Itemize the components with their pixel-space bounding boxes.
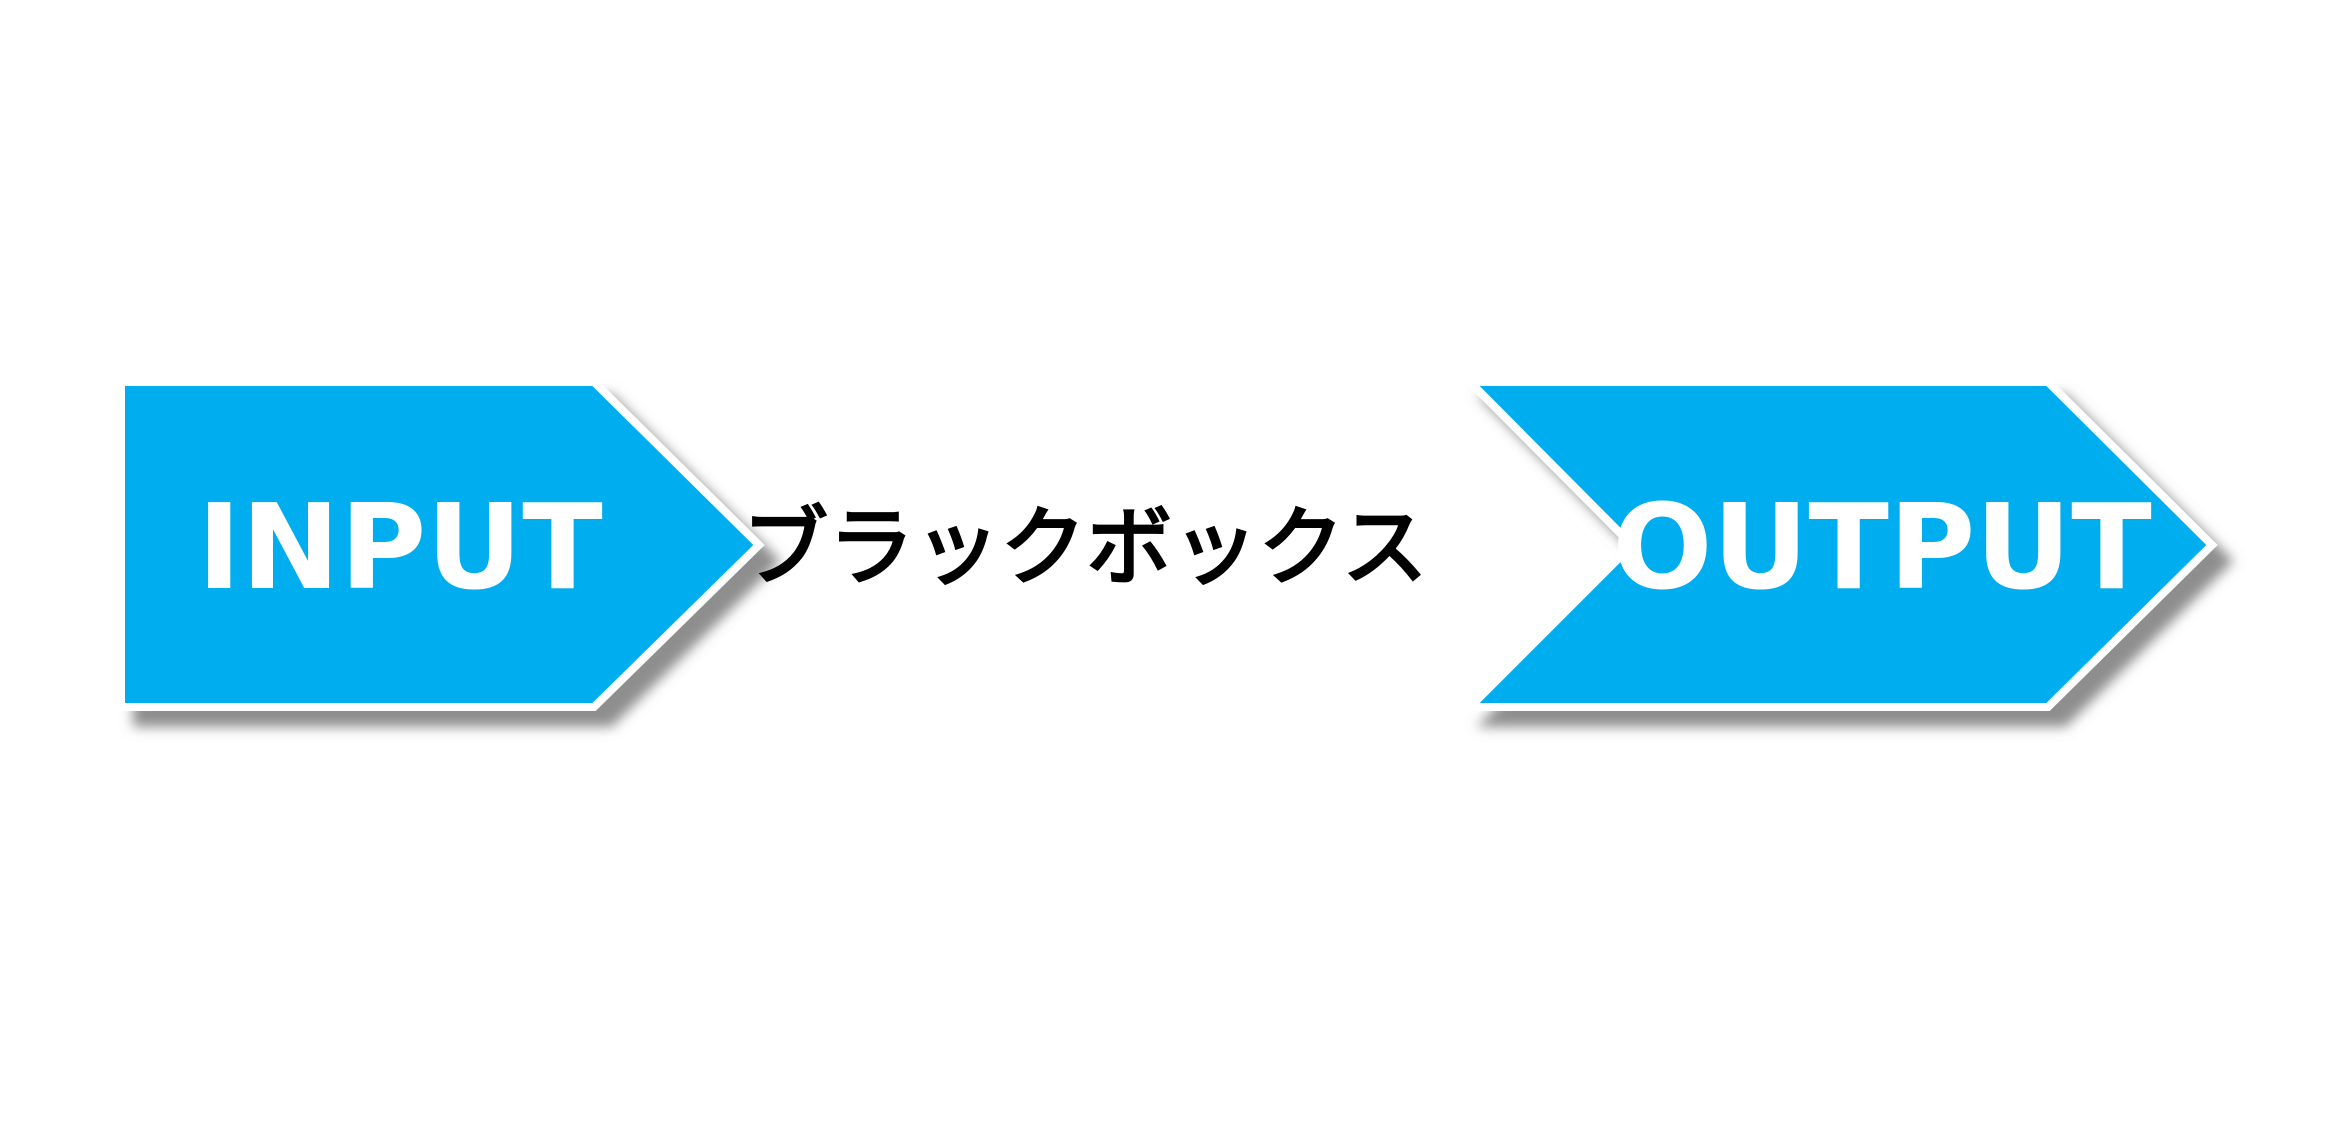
input-label: INPUT bbox=[197, 478, 602, 616]
input-arrow bbox=[117, 378, 765, 711]
output-label: OUTPUT bbox=[1612, 478, 2151, 616]
output-arrow bbox=[1460, 378, 2218, 711]
output-arrow-shape bbox=[1460, 378, 2218, 711]
blackbox-region bbox=[600, 376, 1460, 714]
blackbox-label: ブラックボックス bbox=[742, 498, 1427, 598]
input-arrow-shape bbox=[117, 378, 765, 711]
